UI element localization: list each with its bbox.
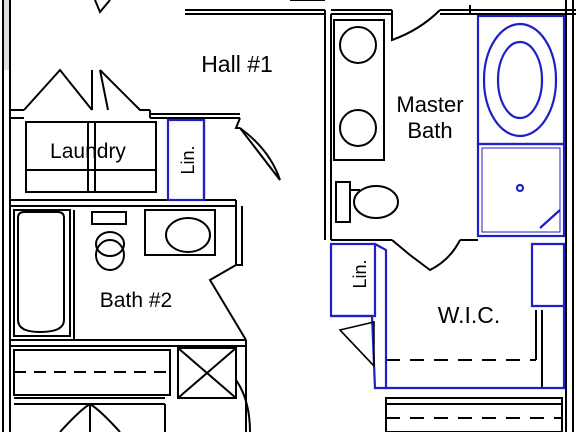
fixture-triangle: [338, 321, 375, 368]
master-bath-label-line2: Bath: [407, 118, 452, 143]
master-bath-label-line1: Master: [396, 92, 463, 117]
bath-2-label: Bath #2: [100, 289, 172, 312]
laundry-label: Laundry: [50, 140, 126, 163]
highlighted-areas: [166, 14, 566, 390]
linen-2-label: Lin.: [350, 259, 370, 288]
hall-label: Hall #1: [201, 51, 273, 77]
wic-label: W.I.C.: [438, 302, 501, 328]
linen-1-label: Lin.: [178, 145, 198, 174]
